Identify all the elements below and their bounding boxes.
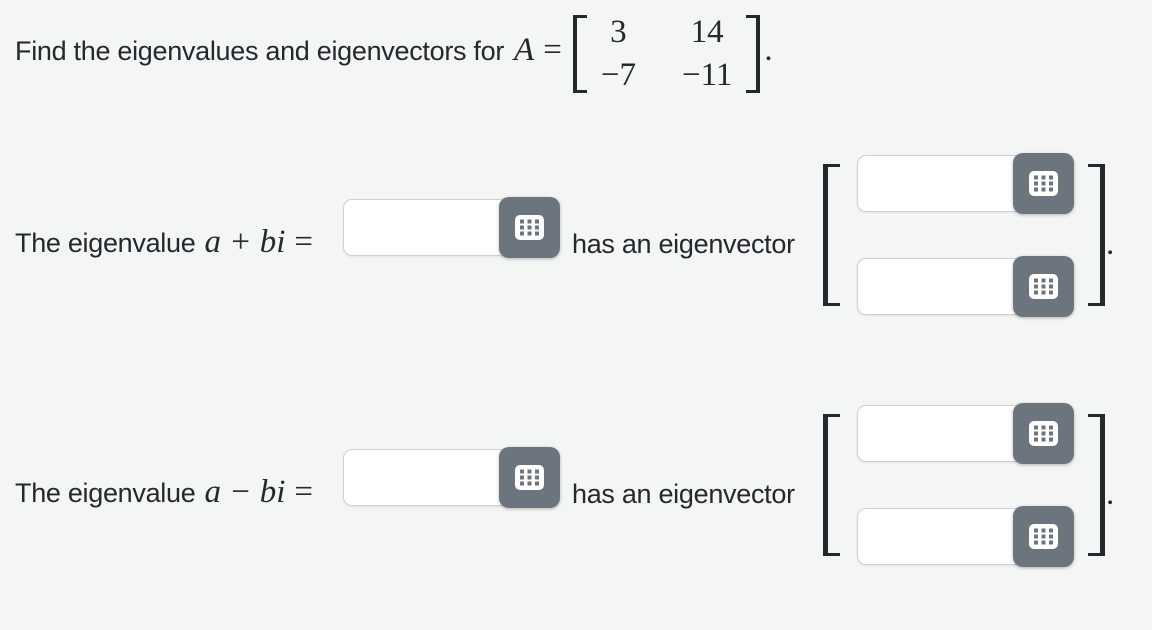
equation-editor-button[interactable] <box>499 197 560 258</box>
eigenvalue-answer-box <box>343 447 560 508</box>
vector-bottom-answer-box <box>857 256 1074 317</box>
eigenvector-column <box>857 403 1074 567</box>
equation-editor-button[interactable] <box>1013 506 1074 567</box>
eigenvector-group <box>823 153 1105 317</box>
eigenvalue-label-text: The eigenvalue <box>15 478 196 508</box>
eigenvalue-label-text: The eigenvalue <box>15 228 196 258</box>
eigenvalue-expression: a − bi <box>204 474 286 510</box>
eigenvalue-label: The eigenvalue a − bi = <box>15 476 313 509</box>
keypad-icon <box>515 215 544 240</box>
eigenvalue-input[interactable] <box>343 199 509 256</box>
vector-top-input[interactable] <box>857 155 1023 212</box>
equation-editor-button[interactable] <box>1013 256 1074 317</box>
eigenvalue-expression: a + bi <box>204 224 286 260</box>
problem-statement: Find the eigenvalues and eigenvectors fo… <box>15 10 773 98</box>
matrix-cell-r1c1: 3 <box>610 14 627 50</box>
vector-bottom-input[interactable] <box>857 508 1023 565</box>
sentence-period: . <box>1106 476 1115 512</box>
vector-left-bracket <box>823 164 840 306</box>
equals-sign: = <box>543 32 562 68</box>
eigenvalue-label: The eigenvalue a + bi = <box>15 226 313 259</box>
connector-text: has an eigenvector <box>572 229 795 259</box>
eigenvalue-answer-box <box>343 197 560 258</box>
matrix-name: A <box>514 32 535 68</box>
equation-editor-button[interactable] <box>499 447 560 508</box>
sentence-period: . <box>764 32 773 68</box>
matrix-cell-r1c2: 14 <box>690 14 724 50</box>
vector-bottom-input[interactable] <box>857 258 1023 315</box>
matrix-cell-r2c2: −11 <box>681 57 733 93</box>
matrix-a: 3 14 −7 −11 <box>572 15 761 93</box>
vector-right-bracket <box>1088 414 1105 556</box>
eigenvalue-row-a-minus-bi: The eigenvalue a − bi = has an eigenvect… <box>0 390 1152 630</box>
eigenvector-group <box>823 403 1105 567</box>
equation-editor-button[interactable] <box>1013 403 1074 464</box>
keypad-icon <box>1029 421 1058 446</box>
matrix-left-bracket <box>572 15 587 93</box>
eigenvector-column <box>857 153 1074 317</box>
problem-text-group: Find the eigenvalues and eigenvectors fo… <box>15 34 562 67</box>
equals-sign: = <box>294 224 313 260</box>
matrix-right-bracket <box>746 15 761 93</box>
eigenvalue-row-a-plus-bi: The eigenvalue a + bi = has an eigenvect… <box>0 140 1152 380</box>
vector-left-bracket <box>823 414 840 556</box>
keypad-icon <box>515 465 544 490</box>
sentence-period: . <box>1106 226 1115 262</box>
keypad-icon <box>1029 524 1058 549</box>
vector-top-input[interactable] <box>857 405 1023 462</box>
vector-bottom-answer-box <box>857 506 1074 567</box>
keypad-icon <box>1029 171 1058 196</box>
equals-sign: = <box>294 474 313 510</box>
equation-editor-button[interactable] <box>1013 153 1074 214</box>
vector-top-answer-box <box>857 153 1074 214</box>
keypad-icon <box>1029 274 1058 299</box>
eigenvalue-input[interactable] <box>343 449 509 506</box>
problem-prefix-text: Find the eigenvalues and eigenvectors fo… <box>15 36 505 66</box>
vector-top-answer-box <box>857 403 1074 464</box>
vector-right-bracket <box>1088 164 1105 306</box>
connector-text: has an eigenvector <box>572 479 795 509</box>
matrix-cell-r2c1: −7 <box>600 57 636 93</box>
matrix-entries: 3 14 −7 −11 <box>587 15 747 93</box>
